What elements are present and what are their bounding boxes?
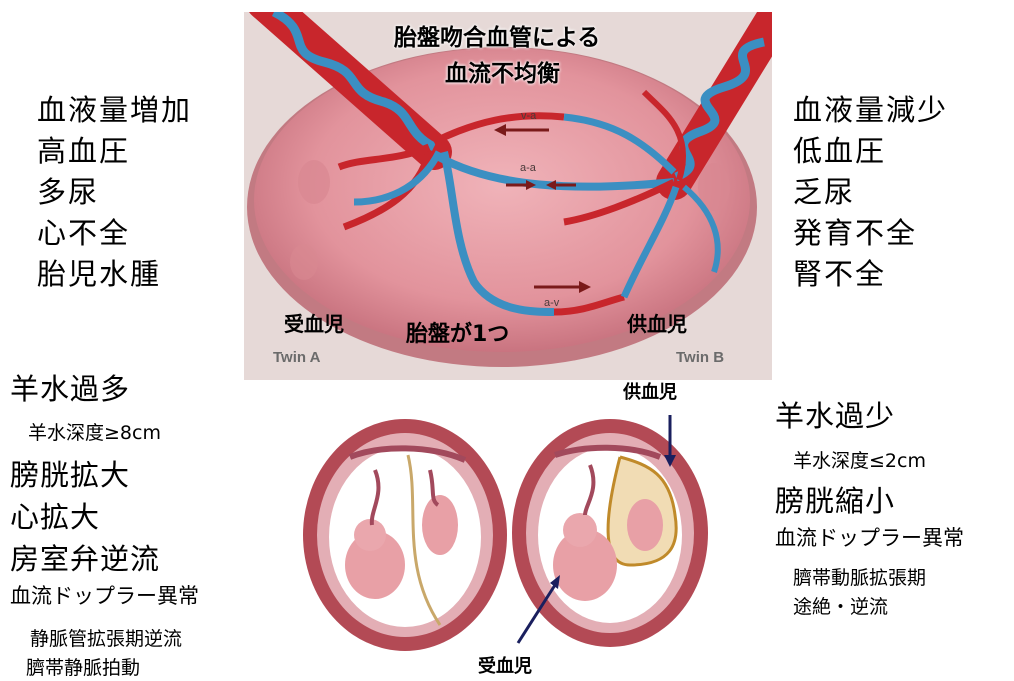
flow-label-va: v-a: [521, 110, 536, 122]
placenta-title-line2: 血流不均衡: [445, 54, 560, 88]
amniotic-depth-high: 羊水深度≥8cm: [28, 418, 161, 445]
symptom-item: 乏尿: [793, 172, 948, 213]
symptom-item: 高血圧: [37, 131, 192, 172]
doppler-detail-umbilical-artery: 臍帯動脈拡張期: [793, 563, 926, 590]
flow-label-av: a-v: [544, 297, 559, 309]
single-placenta-label: 胎盤が1つ: [406, 316, 509, 348]
doppler-abnormal-donor: 血流ドップラー異常: [775, 522, 964, 552]
polyhydramnios: 羊水過多: [10, 366, 130, 408]
cardiomegaly: 心拡大: [10, 494, 100, 536]
oligohydramnios: 羊水過少: [775, 393, 895, 435]
symptom-item: 心不全: [37, 213, 192, 254]
doppler-abnormal-recipient: 血流ドップラー異常: [10, 580, 199, 610]
twin-a-label: Twin A: [273, 349, 321, 366]
uterus-illustration: [300, 415, 720, 655]
symptom-item: 多尿: [37, 172, 192, 213]
placenta-illustration: 胎盤吻合血管による 血流不均衡 v-a a-a a-v 受血児 胎盤が1つ 供血…: [244, 12, 772, 380]
symptom-item: 発育不全: [793, 213, 948, 254]
valve-regurgitation: 房室弁逆流: [10, 536, 160, 578]
recipient-label: 受血児: [284, 308, 344, 337]
symptom-item: 胎児水腫: [37, 254, 192, 295]
symptom-item: 血液量増加: [37, 90, 192, 131]
flow-label-aa: a-a: [520, 162, 536, 174]
amniotic-depth-low: 羊水深度≤2cm: [793, 446, 926, 473]
doppler-detail-ductus: 静脈管拡張期逆流: [30, 624, 182, 651]
donor-label: 供血児: [627, 308, 687, 337]
symptom-item: 血液量減少: [793, 90, 948, 131]
recipient-symptom-list: 血液量増加 高血圧 多尿 心不全 胎児水腫: [37, 90, 192, 295]
donor-fetus-label: 供血児: [623, 378, 677, 404]
bladder-enlarged: 膀胱拡大: [10, 452, 130, 494]
bladder-small: 膀胱縮小: [775, 478, 895, 520]
doppler-detail-umbilical-vein: 臍帯静脈拍動: [26, 653, 140, 680]
twin-b-label: Twin B: [676, 349, 724, 366]
symptom-item: 低血圧: [793, 131, 948, 172]
donor-symptom-list: 血液量減少 低血圧 乏尿 発育不全 腎不全: [793, 90, 948, 295]
symptom-item: 腎不全: [793, 254, 948, 295]
doppler-detail-reverse: 途絶・逆流: [793, 592, 888, 619]
placenta-title-line1: 胎盤吻合血管による: [394, 18, 600, 52]
recipient-fetus-label: 受血児: [478, 652, 532, 678]
